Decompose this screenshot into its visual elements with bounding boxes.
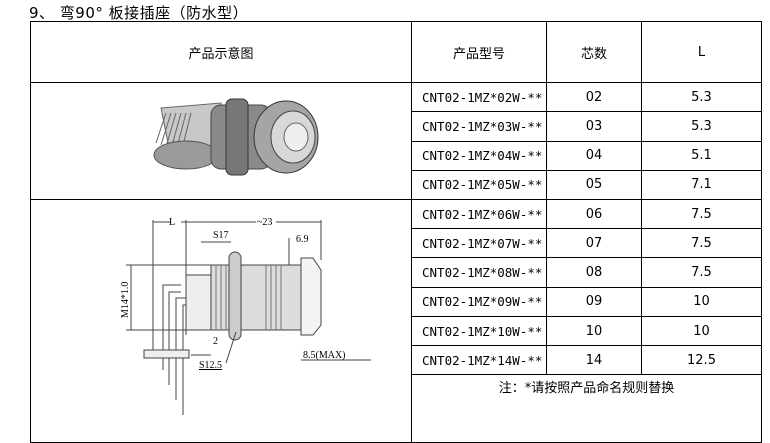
- dim-23: ~23: [257, 217, 272, 228]
- connector-photo-icon: [153, 98, 319, 176]
- l-cell: 12.5: [641, 345, 762, 376]
- dim-s125: S12.5: [199, 360, 222, 371]
- cores-cell: 02: [546, 81, 642, 113]
- model-cell: CNT02-1MZ*08W-**: [411, 257, 547, 288]
- table-row: L ~23 S17 6.9 M14*1.0 2 S12.5 8.5(MAX) C…: [30, 198, 762, 443]
- l-cell: 5.3: [641, 111, 762, 142]
- table-row: CNT02-1MZ*02W-** 02 5.3: [30, 81, 762, 200]
- cores-cell: 04: [546, 140, 642, 171]
- dim-max: 8.5(MAX): [303, 350, 346, 361]
- product-photo: [30, 82, 412, 200]
- l-cell: 7.5: [641, 257, 762, 288]
- note-row: 注：*请按照产品命名规则替换: [31, 374, 762, 443]
- l-cell: 7.5: [641, 198, 762, 230]
- drawing-svg: L ~23 S17 6.9 M14*1.0 2 S12.5 8.5(MAX): [120, 217, 371, 415]
- section-title: 9、 弯90° 板接插座（防水型）: [29, 4, 249, 22]
- cores-cell: 08: [546, 257, 642, 288]
- dim-s17: S17: [213, 230, 229, 241]
- l-cell: 5.3: [641, 81, 762, 113]
- cores-cell: 06: [546, 198, 642, 230]
- dim-m14: M14*1.0: [120, 282, 131, 318]
- header-image: 产品示意图: [30, 21, 412, 83]
- header-cores: 芯数: [546, 21, 642, 83]
- cores-cell: 05: [546, 169, 642, 201]
- l-cell: 5.1: [641, 140, 762, 171]
- l-cell: 10: [641, 286, 762, 317]
- cores-cell: 07: [546, 228, 642, 259]
- cores-cell: 14: [546, 345, 642, 376]
- dim-69: 6.9: [296, 234, 309, 245]
- cores-cell: 03: [546, 111, 642, 142]
- header-l: L: [641, 21, 762, 83]
- header-row: 产品示意图 产品型号 芯数 L: [30, 21, 762, 83]
- dimension-drawing: L ~23 S17 6.9 M14*1.0 2 S12.5 8.5(MAX): [30, 199, 412, 443]
- header-model: 产品型号: [411, 21, 547, 83]
- cores-cell: 09: [546, 286, 642, 317]
- model-cell: CNT02-1MZ*14W-**: [411, 345, 547, 376]
- l-cell: 7.5: [641, 228, 762, 259]
- note-text: 注：*请按照产品命名规则替换: [411, 374, 762, 443]
- model-cell: CNT02-1MZ*07W-**: [411, 228, 547, 259]
- model-cell: CNT02-1MZ*10W-**: [411, 315, 547, 347]
- model-cell: CNT02-1MZ*09W-**: [411, 286, 547, 317]
- model-cell: CNT02-1MZ*04W-**: [411, 140, 547, 171]
- model-cell: CNT02-1MZ*06W-**: [411, 198, 547, 230]
- cores-cell: 10: [546, 315, 642, 347]
- dim-l: L: [169, 217, 175, 228]
- model-cell: CNT02-1MZ*03W-**: [411, 111, 547, 142]
- model-cell: CNT02-1MZ*02W-**: [411, 81, 547, 113]
- dim-2: 2: [213, 336, 218, 347]
- l-cell: 7.1: [641, 169, 762, 201]
- model-cell: CNT02-1MZ*05W-**: [411, 169, 547, 201]
- product-table: 产品示意图 产品型号 芯数 L CNT02-1MZ*02W-** 02 5.3 …: [30, 21, 762, 443]
- l-cell: 10: [641, 315, 762, 347]
